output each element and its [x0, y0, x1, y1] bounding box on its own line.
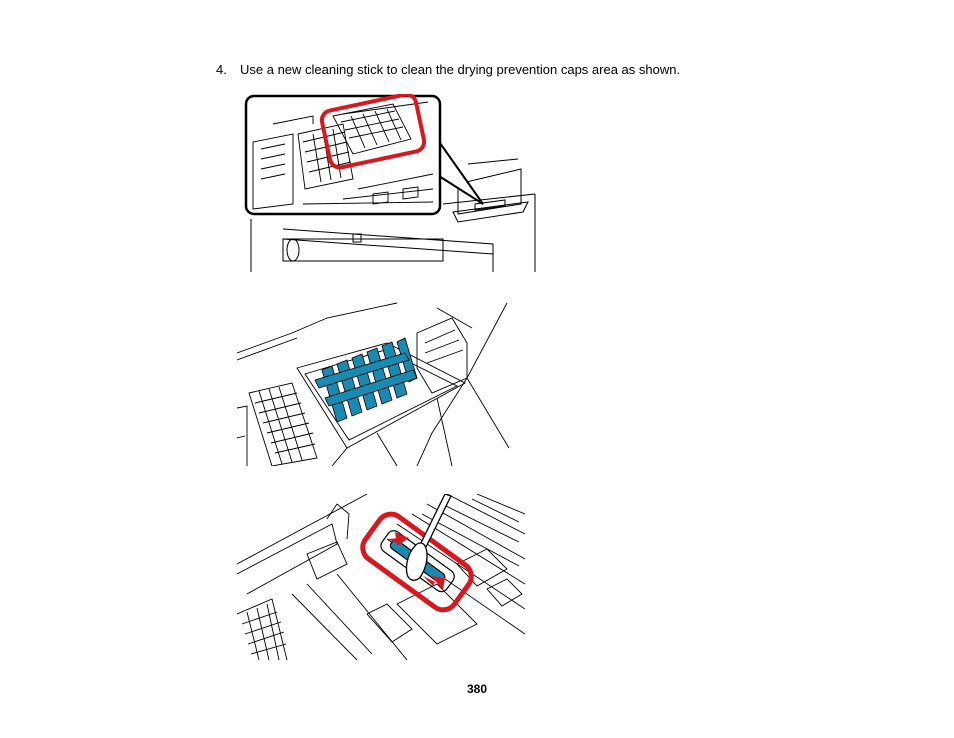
printer-overview-illustration: [244, 94, 536, 272]
cap-highlight-outline: [360, 511, 474, 613]
cleaning-stick: [405, 494, 452, 581]
motion-arrows: [387, 532, 445, 590]
step-instruction: 4. Use a new cleaning stick to clean the …: [216, 62, 680, 78]
caps-highlight: [314, 337, 418, 423]
callout-highlight: [319, 94, 427, 170]
cleaning-stick-illustration: [237, 494, 525, 660]
step-number: 4.: [216, 62, 227, 77]
page-number: 380: [466, 682, 488, 696]
step-text: Use a new cleaning stick to clean the dr…: [240, 62, 681, 77]
drying-caps-illustration: [237, 302, 509, 466]
